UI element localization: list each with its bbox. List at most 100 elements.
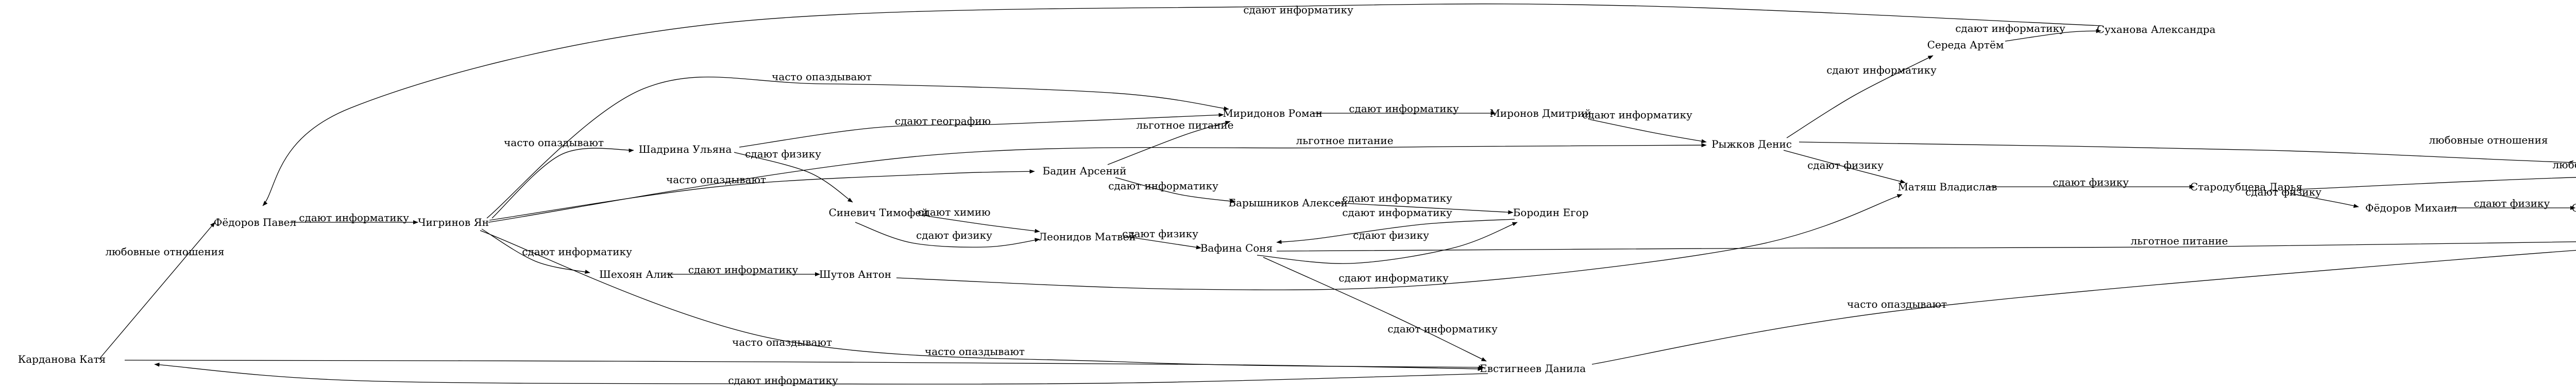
node-label: Чигринов Ян: [418, 216, 489, 228]
node-label: Фёдоров Михаил: [2365, 202, 2457, 214]
graph-node-shutov: Шутов Антон: [819, 268, 891, 280]
graph-edge-baryshnikov-borodin: [1334, 202, 1514, 215]
edge-label: сдают физику: [2053, 176, 2129, 188]
node-label: Суханова Александра: [2097, 23, 2216, 36]
edge-label: сдают физику: [745, 148, 821, 160]
edge-label: сдают информатику: [1342, 206, 1452, 219]
edge-label: часто опаздывают: [772, 70, 872, 83]
graph-edge-chigrinov-shekhoyan: [481, 228, 590, 274]
node-label: Середа Артём: [1927, 39, 2004, 51]
node-label: Миридонов Роман: [1223, 107, 1323, 119]
graph-edge-leonidov-vafina: [1126, 236, 1201, 250]
edge-label: часто опаздывают: [925, 345, 1025, 358]
graph-node-mironov: Миронов Дмитрий: [1489, 107, 1591, 119]
graph-edge-sukhanova-fedorov_p: [262, 3, 2102, 206]
graph-node-vafina: Вафина Соня: [1200, 242, 1273, 254]
node-label: Леонидов Матвей: [1038, 231, 1136, 243]
graph-node-matyash: Матяш Владислав: [1897, 181, 1997, 193]
edge-label: сдают физику: [2245, 186, 2321, 198]
edge-label: сдают информатику: [1582, 109, 1692, 121]
graph-edge-chigrinov-badin: [489, 169, 1035, 221]
node-label: Шехоян Алик: [599, 268, 673, 280]
edge-label: сдают информатику: [1955, 22, 2065, 34]
graph-edge-evstigneev-kardanova: [154, 362, 1488, 385]
edge-label: любовные отношения: [2429, 134, 2548, 146]
node-label: Севрюк Елизавета: [2571, 202, 2576, 214]
graph-edge-chigrinov-miridonov: [486, 77, 1229, 219]
node-label: Бадин Арсений: [1043, 165, 1127, 177]
graph-edge-badin-baryshnikov: [1115, 177, 1236, 203]
graph-node-sinevich: Синевич Тимофей: [828, 206, 928, 219]
edge-label: сдают информатику: [522, 245, 632, 258]
node-label: Рыжков Денис: [1711, 138, 1792, 150]
edge-label: сдают информатику: [299, 211, 409, 224]
edge-label: любовные отношения: [2552, 158, 2576, 171]
edge-label: часто опаздывают: [732, 336, 832, 348]
edge-labels-layer: любовные отношения сдают информатику сдают…: [105, 4, 2576, 386]
graph-edge-evstigneev-kolupaev: [1591, 250, 2576, 365]
node-label: Шадрина Ульяна: [639, 143, 732, 155]
graph-edge-borodin-vafina: [1276, 219, 1515, 244]
edge-label: сдают информатику: [1349, 102, 1459, 115]
edge-label: сдают информатику: [688, 263, 799, 276]
graph-node-chigrinov: Чигринов Ян: [418, 216, 489, 228]
graph-node-fedorov_p: Фёдоров Павел: [214, 216, 296, 228]
edge-label: сдают физику: [1807, 159, 1884, 171]
graph-edge-sinevich-leonidov: [855, 222, 1040, 248]
nodes-layer: Карданова Катя Фёдоров Павел Чигринов Ян Ша…: [18, 23, 2576, 375]
graph-edge-vafina-evstigneev: [1263, 257, 1487, 362]
edge-label: сдают физику: [2474, 197, 2550, 209]
node-label: Карданова Катя: [18, 353, 106, 365]
graph-edge-starodubtseva-leontyeva: [2298, 177, 2576, 190]
graph-node-shadrina: Шадрина Ульяна: [639, 143, 732, 155]
edge-label: сдают географию: [895, 115, 991, 127]
graph-edge-kardanova-evstigneev: [124, 360, 1483, 371]
edge-label: сдают информатику: [728, 374, 838, 386]
edge-label: сдают физику: [1353, 229, 1429, 241]
node-label: Синевич Тимофей: [828, 206, 928, 219]
node-label: Евстигнеев Данила: [1480, 362, 1586, 375]
graph-edge-ryzhkov-sereda: [1786, 55, 1934, 138]
edge-label: любовные отношения: [105, 245, 224, 258]
edge-label: сдают химию: [918, 206, 990, 218]
graph-node-miridonov: Миридонов Роман: [1223, 107, 1323, 119]
graph-edge-sereda-sukhanova: [2005, 29, 2102, 42]
graph-edge-starodubtseva-fedorov_m: [2290, 193, 2359, 208]
edge-label: льготное питание: [1296, 134, 1394, 147]
node-label: Матяш Владислав: [1897, 181, 1997, 193]
edge-label: сдают информатику: [1338, 272, 1449, 284]
graph-edge-vafina-borodin: [1257, 222, 1518, 264]
edge-label: сдают информатику: [1826, 64, 1937, 76]
graph-node-evstigneev: Евстигнеев Данила: [1480, 362, 1586, 375]
graph-edge-shutov-matyash: [896, 194, 1903, 291]
node-label: Вафина Соня: [1200, 242, 1273, 254]
graph-node-badin: Бадин Арсений: [1043, 165, 1127, 177]
graph-edge-vafina-laptev: [1276, 241, 2576, 252]
graph-edge-ryzhkov-leontyeva: [1799, 142, 2576, 163]
graph-node-borodin: Бородин Егор: [1513, 206, 1589, 219]
graph-edge-chigrinov-shadrina: [492, 148, 634, 219]
graph-node-sereda: Середа Артём: [1927, 39, 2004, 51]
node-label: Фёдоров Павел: [214, 216, 296, 228]
graph-edge-kardanova-fedorov_p: [98, 222, 215, 360]
edges-layer: [98, 3, 2576, 385]
graph-node-ryzhkov: Рыжков Денис: [1711, 138, 1792, 150]
node-label: Бородин Егор: [1513, 206, 1589, 219]
edge-label: сдают информатику: [1342, 192, 1452, 204]
edge-label: льготное питание: [2131, 235, 2228, 247]
edge-label: сдают информатику: [1243, 4, 1353, 16]
graph-node-sukhanova: Суханова Александра: [2097, 23, 2216, 36]
edge-label: часто опаздывают: [666, 173, 766, 186]
edge-label: сдают физику: [916, 229, 992, 241]
graph-edge-chigrinov-ryzhkov: [488, 143, 1707, 223]
edge-label: часто опаздывают: [504, 136, 604, 149]
graph-node-fedorov_m: Фёдоров Михаил: [2365, 202, 2457, 214]
graph-node-leonidov: Леонидов Матвей: [1038, 231, 1136, 243]
graph-edge-mironov-ryzhkov: [1589, 119, 1707, 144]
node-label: Стародубцева Дарья: [2190, 181, 2302, 193]
graph-edge-shadrina-miridonov: [739, 113, 1224, 148]
graph-edge-sinevich-leonidov: [927, 216, 1040, 233]
node-label: Шутов Антон: [819, 268, 891, 280]
